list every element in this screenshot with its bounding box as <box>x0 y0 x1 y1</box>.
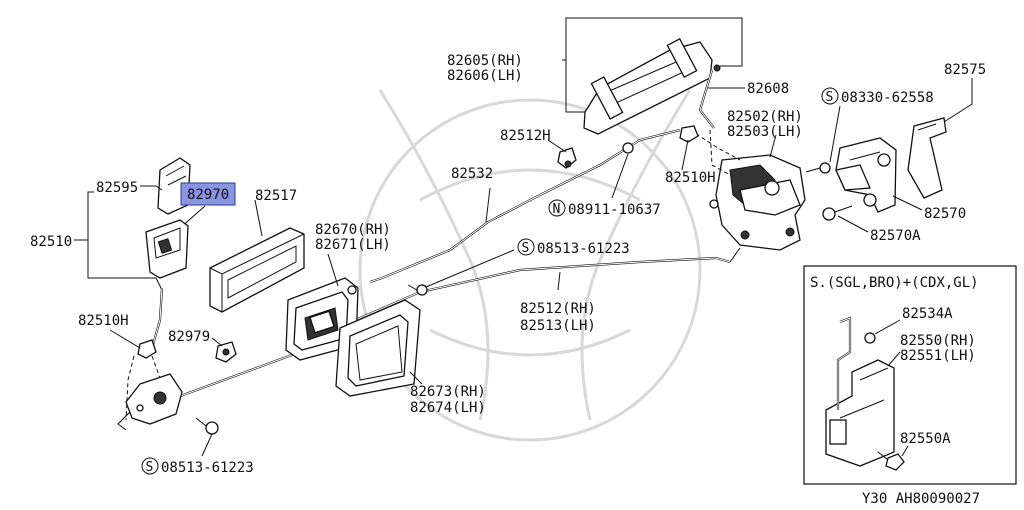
label-82517: 82517 <box>255 188 297 204</box>
bracket-82970 <box>145 219 189 279</box>
grommet-82534a <box>864 332 876 344</box>
highlight-82970[interactable] <box>180 182 236 206</box>
label-82575: 82575 <box>944 62 986 78</box>
label-82595: 82595 <box>96 180 138 196</box>
label-82550: 82550(RH) <box>900 333 976 349</box>
label-82606: 82606(LH) <box>447 68 523 84</box>
label-82570: 82570 <box>924 206 966 222</box>
outside-handle-group <box>562 17 743 135</box>
label-82970[interactable]: 82970 <box>187 187 229 203</box>
striker-82570 <box>835 137 897 213</box>
clip-82510h-upper <box>679 125 699 143</box>
label-08330: 08330-62558 <box>841 90 934 106</box>
nut-08911 <box>622 142 634 154</box>
diagram-reference-code: Y30 AH80090027 <box>862 491 980 507</box>
label-82674: 82674(LH) <box>410 400 486 416</box>
bolt-82550a <box>877 451 905 471</box>
door-lock-assembly <box>689 129 806 251</box>
label-82510h-upper: 82510H <box>665 170 716 186</box>
label-82570a: 82570A <box>870 228 921 244</box>
label-82550a: 82550A <box>900 431 951 447</box>
label-82534a: 82534A <box>902 306 953 322</box>
label-82510: 82510 <box>30 234 72 250</box>
shim-82575 <box>907 117 947 199</box>
label-82503: 82503(LH) <box>727 124 803 140</box>
svg-text:S: S <box>146 460 154 475</box>
svg-text:S: S <box>826 90 834 105</box>
label-08513-bottom: 08513-61223 <box>161 460 254 476</box>
label-82605: 82605(RH) <box>447 53 523 69</box>
label-82608: 82608 <box>747 81 789 97</box>
clip-82512h <box>557 147 577 169</box>
inset-box: S.(SGL,BRO)+(CDX,GL) 82534A 82550(RH) 82… <box>803 265 1017 485</box>
label-82979: 82979 <box>168 329 210 345</box>
screw-08513-bottom <box>195 417 219 435</box>
screw-08513-mid <box>407 284 428 296</box>
symbol-s-08513-bottom: S <box>141 457 159 475</box>
svg-text:N: N <box>553 202 561 217</box>
label-82502: 82502(RH) <box>727 109 803 125</box>
label-82512: 82512(RH) <box>520 301 596 317</box>
label-08513-mid: 08513-61223 <box>537 241 630 257</box>
pad-82517 <box>209 227 305 313</box>
screw-82570a <box>822 205 853 221</box>
label-82673: 82673(RH) <box>410 384 486 400</box>
label-82510h-left: 82510H <box>78 313 129 329</box>
label-82512h: 82512H <box>500 128 551 144</box>
label-82513: 82513(LH) <box>520 318 596 334</box>
watermark-emblem <box>358 89 702 442</box>
label-82671: 82671(LH) <box>315 237 391 253</box>
clip-82510h-left <box>137 339 157 359</box>
label-82532: 82532 <box>451 166 493 182</box>
svg-text:S: S <box>522 241 530 256</box>
clip-82979 <box>215 341 237 363</box>
symbol-n-08911: N <box>548 199 566 217</box>
symbol-s-08330: S <box>821 87 839 105</box>
escutcheon-82673 <box>335 299 421 397</box>
inset-title: S.(SGL,BRO)+(CDX,GL) <box>810 275 979 291</box>
inner-lever-assembly <box>117 373 183 431</box>
screw-08330 <box>805 162 831 174</box>
symbol-s-08513-mid: S <box>517 238 535 256</box>
label-08911: 08911-10637 <box>568 202 661 218</box>
label-82551: 82551(LH) <box>900 348 976 364</box>
label-82670: 82670(RH) <box>315 222 391 238</box>
